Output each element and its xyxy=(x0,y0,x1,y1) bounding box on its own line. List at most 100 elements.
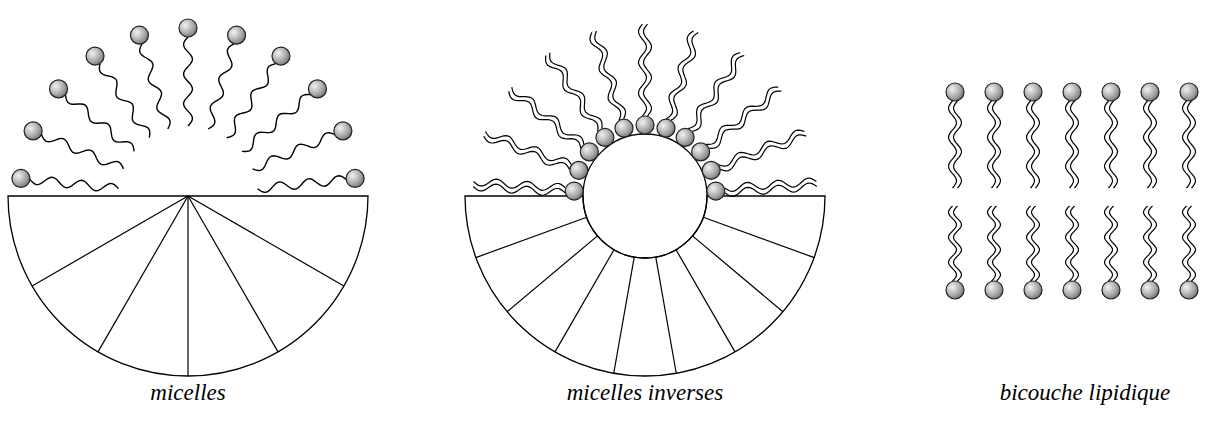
polar-head xyxy=(946,83,964,101)
sector-line xyxy=(692,236,782,312)
lipid-tail xyxy=(41,134,123,169)
lipid-tail xyxy=(1183,101,1191,188)
lipid-tail xyxy=(709,91,781,148)
lipid-tail xyxy=(590,32,621,120)
sector-line xyxy=(614,257,634,373)
lipid-tail xyxy=(208,44,234,129)
lipid-tail xyxy=(1071,101,1079,188)
lipid-tail xyxy=(1149,101,1157,188)
sector-line xyxy=(188,196,278,352)
lipid-tail xyxy=(1144,101,1152,188)
polar-head xyxy=(1063,83,1081,101)
lipid-tail xyxy=(486,132,572,165)
micelle-section xyxy=(8,196,368,376)
lipid-tail xyxy=(1071,206,1079,281)
polar-head xyxy=(615,119,633,137)
lipid-tail xyxy=(1149,206,1157,281)
lipid-tail xyxy=(484,136,570,169)
lipid-tail xyxy=(1066,206,1074,281)
lipid-tail xyxy=(721,135,807,171)
polar-head xyxy=(334,122,352,140)
lipid-tail xyxy=(954,101,962,188)
polar-head xyxy=(570,161,588,179)
sector-line xyxy=(676,250,735,352)
lipid-tail xyxy=(66,95,135,152)
polar-head xyxy=(707,182,725,200)
lipid-tail xyxy=(474,179,566,190)
lipid-tail xyxy=(595,31,626,119)
polar-head xyxy=(676,128,694,146)
polar-head xyxy=(24,122,42,140)
lipid-tail xyxy=(988,206,996,281)
polar-head xyxy=(636,116,654,134)
micelle-drawing xyxy=(8,19,368,376)
lipid-tail xyxy=(666,31,693,119)
figure-caption: micelles xyxy=(150,380,225,406)
lipid-tail xyxy=(993,206,1001,281)
polar-head xyxy=(580,143,598,161)
polar-head xyxy=(1141,281,1159,299)
polar-head xyxy=(1102,83,1120,101)
lipid-tail xyxy=(1066,101,1074,188)
lipid-tail xyxy=(550,53,602,129)
lipid-tail xyxy=(1188,101,1196,188)
lipid-tail xyxy=(719,130,805,166)
lipid-tail xyxy=(512,87,584,144)
polar-head xyxy=(308,80,326,98)
lipid-tail xyxy=(1144,206,1152,281)
inverse-micelle-section xyxy=(465,196,825,376)
polar-head xyxy=(1141,83,1159,101)
polar-head xyxy=(1180,83,1198,101)
sector-line xyxy=(98,196,188,352)
lipid-tail xyxy=(1110,206,1118,281)
sector-line xyxy=(476,217,587,257)
polar-head xyxy=(702,161,720,179)
water-core xyxy=(583,134,707,258)
polar-head xyxy=(565,182,583,200)
figure-caption: micelles inverses xyxy=(567,380,723,406)
polar-head xyxy=(86,47,104,65)
sector-line xyxy=(188,196,344,286)
lipid-tail xyxy=(1110,101,1118,188)
lipid-tail xyxy=(1027,101,1035,188)
lipid-tail xyxy=(949,101,957,188)
sector-line xyxy=(656,257,676,373)
lipid-tail xyxy=(242,95,311,152)
polar-head xyxy=(1024,83,1042,101)
lipid-tail xyxy=(639,24,647,116)
polar-head xyxy=(346,169,364,187)
lipid-tail xyxy=(1027,206,1035,281)
polar-head xyxy=(692,143,710,161)
polar-head xyxy=(985,281,1003,299)
polar-head xyxy=(272,47,290,65)
lipid-tail xyxy=(99,64,149,138)
lipid-tail xyxy=(258,176,347,193)
lipid-tail xyxy=(949,206,957,281)
polar-head xyxy=(179,19,197,37)
lipid-tail xyxy=(1105,206,1113,281)
lipid-tail xyxy=(227,64,276,138)
lipid-tail xyxy=(993,101,1001,188)
polar-head xyxy=(1024,281,1042,299)
polar-head xyxy=(1102,281,1120,299)
inverse-micelle-drawing xyxy=(465,24,825,376)
sector-line xyxy=(32,196,188,286)
sector-line xyxy=(507,236,597,312)
lipid-tail xyxy=(30,177,119,191)
lipid-tail xyxy=(509,91,581,148)
polar-head xyxy=(596,128,614,146)
lipid-tail xyxy=(644,24,652,116)
polar-head xyxy=(130,26,148,44)
lipid-tail xyxy=(706,87,778,144)
lipid-tail xyxy=(692,56,744,132)
sector-line xyxy=(555,250,614,352)
figure-caption: bicouche lipidique xyxy=(1000,380,1171,406)
polar-head xyxy=(228,26,246,44)
lipid-tail xyxy=(988,101,996,188)
lipid-tail xyxy=(184,37,193,126)
lipid-tail xyxy=(1183,206,1191,281)
polar-head xyxy=(50,80,68,98)
polar-head xyxy=(1180,281,1198,299)
lipid-bilayer-drawing xyxy=(946,83,1198,299)
